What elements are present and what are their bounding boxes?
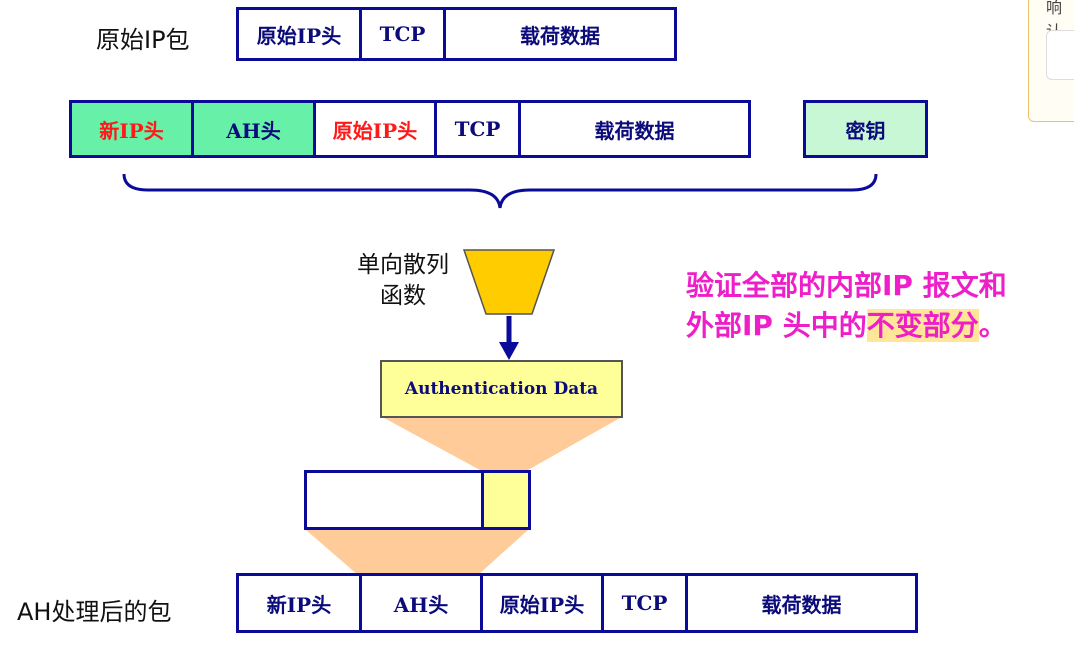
verification-note: 验证全部的内部IP 报文和 外部IP 头中的不变部分。 [686,266,1007,346]
payload-cell: 载荷数据 [594,118,675,143]
note-line2-prefix: 外部IP 头中的 [686,309,867,342]
hash-function-label: 单向散列 函数 [350,250,456,312]
arrow-head [499,342,519,360]
new-ip-header-cell: 新IP头 [72,103,194,155]
original-packet: 原始IP头 TCP 载荷数据 [236,7,677,61]
note-line2-suffix: 。 [978,309,1007,342]
curly-brace [122,173,878,209]
payload-cell: 载荷数据 [761,592,842,617]
original-ip-header-cell: 原始IP头 [483,576,604,630]
hash-label-line2: 函数 [380,283,426,309]
original-ip-header-cell: 原始IP头 [316,103,437,155]
result-packet-label: AH处理后的包 [17,598,172,626]
tcp-cell: TCP [604,576,688,630]
ah-header-cell: AH头 [362,576,483,630]
secret-key-box: 密钥 [803,100,928,158]
auth-data-field [481,473,528,527]
new-ip-header-cell: 新IP头 [239,576,362,630]
payload-cell: 载荷数据 [520,23,600,48]
authentication-data-box: Authentication Data [380,360,623,418]
original-packet-label: 原始IP包 [96,26,190,54]
auth-input-packet: 新IP头 AH头 原始IP头 TCP 载荷数据 [69,100,751,158]
lower-funnel [306,530,528,575]
hash-label-line1: 单向散列 [357,252,449,278]
note-line1: 验证全部的内部IP 报文和 [686,269,1007,302]
upper-funnel [384,418,620,470]
result-packet: 新IP头 AH头 原始IP头 TCP 载荷数据 [236,573,918,633]
ah-header-cell: AH头 [194,103,316,155]
tcp-cell: TCP [437,103,521,155]
original-ip-header-cell: 原始IP头 [239,10,362,58]
note-highlight: 不变部分 [866,309,979,342]
note-line2: 外部IP 头中的不变部分。 [686,306,1007,346]
hash-function-shape [462,249,556,315]
tcp-cell: TCP [362,10,446,58]
side-panel-input[interactable] [1046,30,1074,80]
ah-header-detail [304,470,531,530]
